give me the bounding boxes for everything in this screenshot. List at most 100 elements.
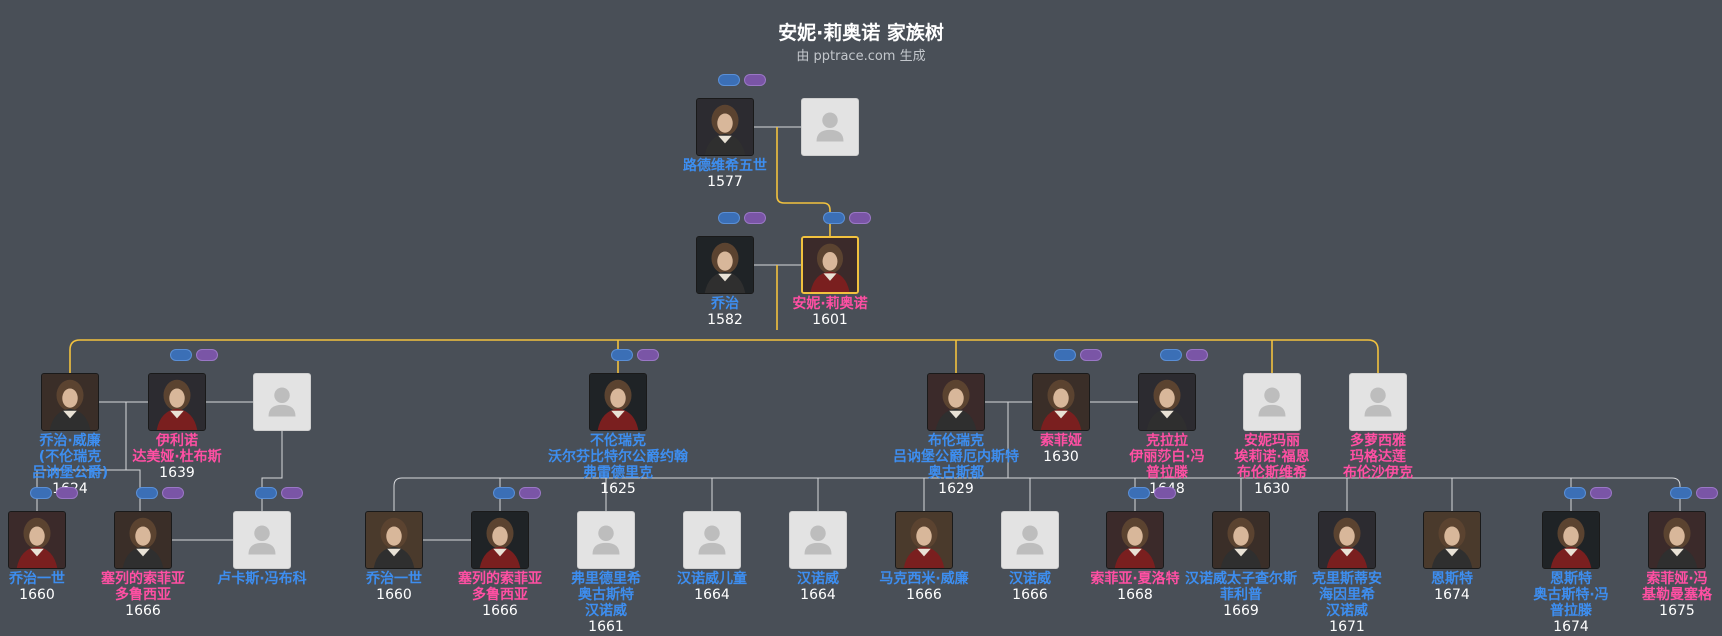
- tag-purple-icon[interactable]: [1590, 487, 1612, 499]
- tag-blue-icon[interactable]: [1160, 349, 1182, 361]
- person-name: 塞列的索菲亚多鲁西亚: [101, 571, 185, 603]
- portrait-photo[interactable]: [148, 373, 206, 431]
- tag-blue-icon[interactable]: [823, 212, 845, 224]
- tag-purple-icon[interactable]: [744, 212, 766, 224]
- person-birth-year: 1666: [482, 603, 518, 619]
- portrait-photo[interactable]: [471, 511, 529, 569]
- tag-blue-icon[interactable]: [718, 74, 740, 86]
- tag-blue-icon[interactable]: [255, 487, 277, 499]
- tag-blue-icon[interactable]: [136, 487, 158, 499]
- tag-purple-icon[interactable]: [849, 212, 871, 224]
- person-name: 汉诺威: [1009, 571, 1051, 587]
- avatar-placeholder-icon[interactable]: [789, 511, 847, 569]
- tag-blue-icon[interactable]: [493, 487, 515, 499]
- person-name: 马克西米·威廉: [879, 571, 969, 587]
- person-birth-year: 1674: [1553, 619, 1589, 635]
- portrait-photo[interactable]: [1423, 511, 1481, 569]
- person-birth-year: 1666: [125, 603, 161, 619]
- portrait-photo[interactable]: [1138, 373, 1196, 431]
- tag-purple-icon[interactable]: [1696, 487, 1718, 499]
- person-name: 克里斯蒂安海因里希汉诺威: [1312, 571, 1382, 619]
- tag-purple-icon[interactable]: [162, 487, 184, 499]
- person-dorothea[interactable]: 多萝西雅玛格达莲布伦沙伊克: [1343, 373, 1413, 481]
- tag-blue-icon[interactable]: [30, 487, 52, 499]
- avatar-placeholder-icon[interactable]: [1001, 511, 1059, 569]
- portrait-photo[interactable]: [696, 236, 754, 294]
- person-lukas[interactable]: 卢卡斯·冯布科: [217, 487, 307, 587]
- avatar-placeholder-icon[interactable]: [233, 511, 291, 569]
- tag-purple-icon[interactable]: [744, 74, 766, 86]
- avatar-placeholder-icon[interactable]: [253, 373, 311, 431]
- portrait-photo[interactable]: [8, 511, 66, 569]
- tag-blue-icon[interactable]: [611, 349, 633, 361]
- person-birth-year: 1630: [1043, 449, 1079, 465]
- tag-blue-icon[interactable]: [1670, 487, 1692, 499]
- person-name: 路德维希五世: [683, 158, 767, 174]
- tag-blue-icon[interactable]: [1128, 487, 1150, 499]
- avatar-placeholder-icon[interactable]: [683, 511, 741, 569]
- avatar-placeholder-icon[interactable]: [577, 511, 635, 569]
- person-tags: [718, 212, 770, 226]
- portrait-photo[interactable]: [1106, 511, 1164, 569]
- portrait-photo[interactable]: [365, 511, 423, 569]
- avatar-placeholder-icon[interactable]: [801, 98, 859, 156]
- tag-purple-icon[interactable]: [281, 487, 303, 499]
- portrait-photo[interactable]: [895, 511, 953, 569]
- portrait-photo[interactable]: [1032, 373, 1090, 431]
- portrait-photo[interactable]: [114, 511, 172, 569]
- portrait-photo[interactable]: [1318, 511, 1376, 569]
- portrait-photo[interactable]: [696, 98, 754, 156]
- person-birth-year: 1660: [19, 587, 55, 603]
- portrait-photo[interactable]: [801, 236, 859, 294]
- portrait-photo[interactable]: [1542, 511, 1600, 569]
- portrait-photo[interactable]: [927, 373, 985, 431]
- person-ludwig_spouse[interactable]: [801, 98, 859, 156]
- tag-purple-icon[interactable]: [56, 487, 78, 499]
- portrait-photo[interactable]: [589, 373, 647, 431]
- person-birth-year: 1666: [906, 587, 942, 603]
- tag-purple-icon[interactable]: [1154, 487, 1176, 499]
- portrait-photo[interactable]: [1212, 511, 1270, 569]
- tag-purple-icon[interactable]: [1080, 349, 1102, 361]
- avatar-placeholder-icon[interactable]: [1243, 373, 1301, 431]
- tag-blue-icon[interactable]: [718, 212, 740, 224]
- tag-blue-icon[interactable]: [1054, 349, 1076, 361]
- portrait-photo[interactable]: [41, 373, 99, 431]
- person-name: 弗里德里希奥古斯特汉诺威: [571, 571, 641, 619]
- tag-purple-icon[interactable]: [1186, 349, 1208, 361]
- person-gw_spouse2[interactable]: [253, 373, 311, 431]
- person-name: 布伦瑞克吕讷堡公爵厄内斯特奥古斯都: [893, 433, 1019, 481]
- tag-purple-icon[interactable]: [519, 487, 541, 499]
- tag-blue-icon[interactable]: [170, 349, 192, 361]
- tag-purple-icon[interactable]: [196, 349, 218, 361]
- tag-purple-icon[interactable]: [637, 349, 659, 361]
- portrait-photo[interactable]: [1648, 511, 1706, 569]
- avatar-placeholder-icon[interactable]: [1349, 373, 1407, 431]
- tag-blue-icon[interactable]: [1564, 487, 1586, 499]
